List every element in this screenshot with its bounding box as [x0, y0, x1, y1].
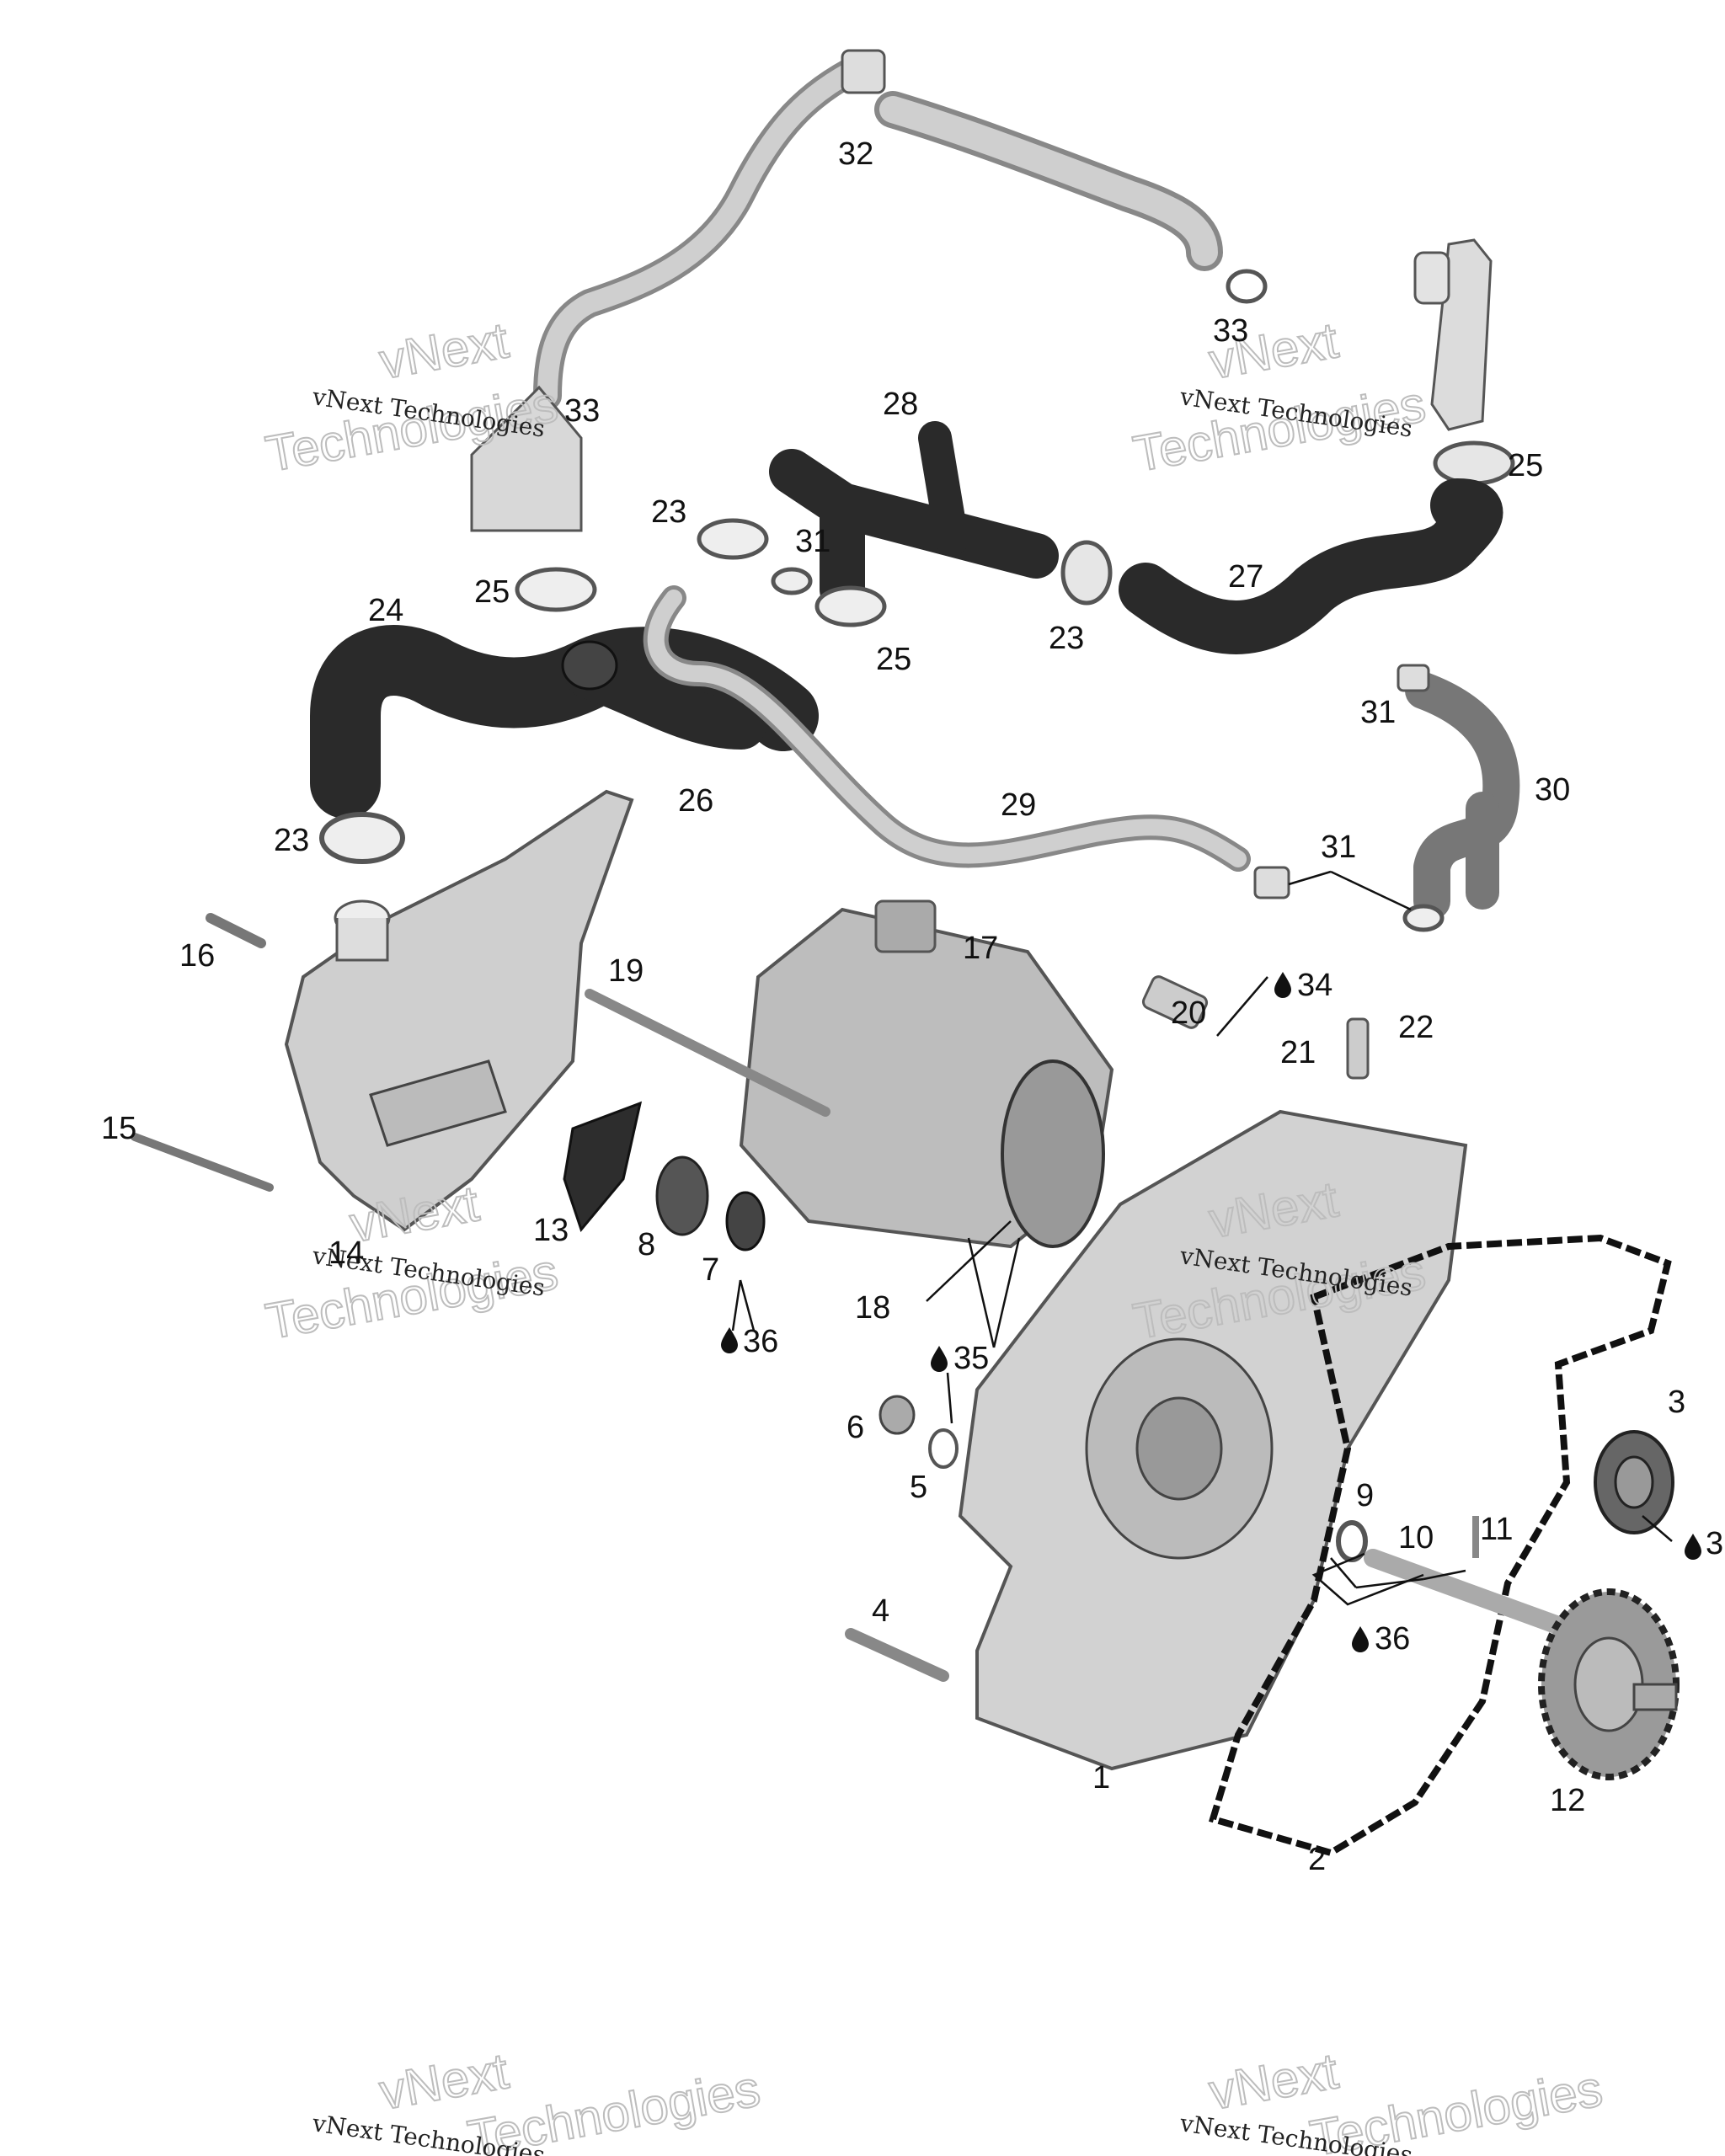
callout-35: 35	[953, 1341, 989, 1376]
shaft-10	[1364, 1549, 1567, 1635]
hose-28	[769, 421, 1059, 612]
gear-12	[1538, 1588, 1680, 1780]
callout-19: 19	[608, 953, 644, 989]
callout-9: 9	[1356, 1478, 1374, 1513]
callout-29: 29	[1001, 787, 1036, 823]
callout-23: 23	[274, 823, 309, 858]
callout-15: 15	[101, 1111, 136, 1146]
callout-11: 11	[1480, 1512, 1513, 1547]
clamps-31	[1253, 664, 1445, 932]
callout-31: 31	[1360, 695, 1396, 730]
o-ring-5	[928, 1428, 959, 1469]
callout-27: 27	[1228, 559, 1263, 595]
callout-23: 23	[651, 494, 686, 530]
callout-7: 7	[702, 1252, 719, 1288]
watermark-bottom-right: vNext Technologies vNext Technologies	[1178, 2041, 1607, 2156]
callout-17: 17	[963, 931, 998, 966]
hose-32	[533, 49, 1223, 410]
callout-23: 23	[1049, 621, 1084, 656]
callout-36: 36	[1375, 1621, 1410, 1657]
watermark-bottom-left: vNext Technologies vNext Technologies	[310, 2041, 765, 2156]
bearing-3	[1594, 1430, 1674, 1534]
watermark-top-right: vNext Technologies vNext Technologies	[1129, 311, 1431, 483]
oil-drop-icon	[1274, 972, 1291, 998]
callout-5: 5	[910, 1470, 927, 1505]
tee-fitting	[841, 49, 886, 94]
watermark-text: vNext	[376, 312, 513, 390]
hose-24-26	[310, 625, 819, 819]
impeller-13	[563, 1101, 643, 1233]
callout-34: 34	[1297, 968, 1332, 1003]
engine-cover-1	[958, 1109, 1468, 1771]
callout-25: 25	[474, 574, 510, 610]
hose-27	[1119, 478, 1503, 654]
callout-8: 8	[638, 1227, 655, 1262]
callout-31: 31	[1321, 830, 1356, 865]
callout-4: 4	[872, 1593, 889, 1629]
callout-18: 18	[855, 1290, 890, 1326]
bolts-15-16	[131, 913, 274, 1192]
callout-2: 2	[1308, 1842, 1326, 1877]
clamps-23-25-31-group	[515, 518, 887, 627]
callout-26: 26	[678, 783, 713, 819]
hose-29	[643, 585, 1251, 872]
oil-drop-icon	[931, 1346, 948, 1372]
bolt-4	[845, 1628, 949, 1682]
water-pump-housing	[284, 789, 634, 1232]
nut-6	[879, 1395, 916, 1435]
clamp-33-right	[1226, 269, 1268, 304]
callout-31: 31	[795, 524, 830, 559]
callout-3: 3	[1668, 1385, 1685, 1420]
oil-drop-icon	[1352, 1626, 1369, 1652]
callout-30: 30	[1535, 772, 1570, 808]
callout-20: 20	[1171, 995, 1206, 1031]
clamp-23-mid	[1060, 540, 1113, 606]
thermostat-housing-left	[470, 385, 583, 532]
bolt-19	[585, 989, 830, 1117]
leader-lines	[731, 870, 1673, 1606]
callout-12: 12	[1550, 1783, 1585, 1818]
callout-25: 25	[1508, 448, 1543, 483]
fittings-20-22	[1141, 975, 1370, 1080]
callout-33: 33	[1213, 313, 1248, 349]
alternator-17	[739, 899, 1114, 1249]
watermark-mid-left: vNext Technologies vNext Technologies	[261, 1174, 563, 1351]
clamp-23-lower	[319, 812, 405, 864]
seal-7	[725, 1191, 766, 1251]
oil-drop-icon	[721, 1327, 738, 1353]
callout-21: 21	[1280, 1035, 1316, 1070]
callout-33: 33	[564, 393, 600, 429]
callout-32: 32	[838, 136, 873, 172]
callout-3-oil: 3	[1706, 1526, 1723, 1561]
oil-drop-icon	[1685, 1534, 1701, 1560]
callout-16: 16	[179, 938, 215, 974]
callout-6: 6	[846, 1410, 864, 1445]
callout-25: 25	[876, 642, 911, 677]
callout-14: 14	[328, 1235, 364, 1271]
callout-28: 28	[883, 387, 918, 422]
clamp-25-right	[1433, 440, 1515, 486]
callout-10: 10	[1398, 1520, 1434, 1556]
thermostat-housing-right	[1413, 238, 1493, 431]
callout-13: 13	[533, 1213, 569, 1248]
callouts: 32 33 33 28 25 23 31 27 25 24 23 25 31 3…	[101, 136, 1723, 1877]
callout-1: 1	[1092, 1760, 1110, 1796]
callout-24: 24	[368, 593, 403, 628]
hose-30	[1405, 672, 1520, 920]
callout-22: 22	[1398, 1010, 1434, 1045]
callout-36: 36	[743, 1324, 778, 1359]
gasket-2	[1209, 1234, 1672, 1857]
seal-8	[655, 1155, 709, 1236]
